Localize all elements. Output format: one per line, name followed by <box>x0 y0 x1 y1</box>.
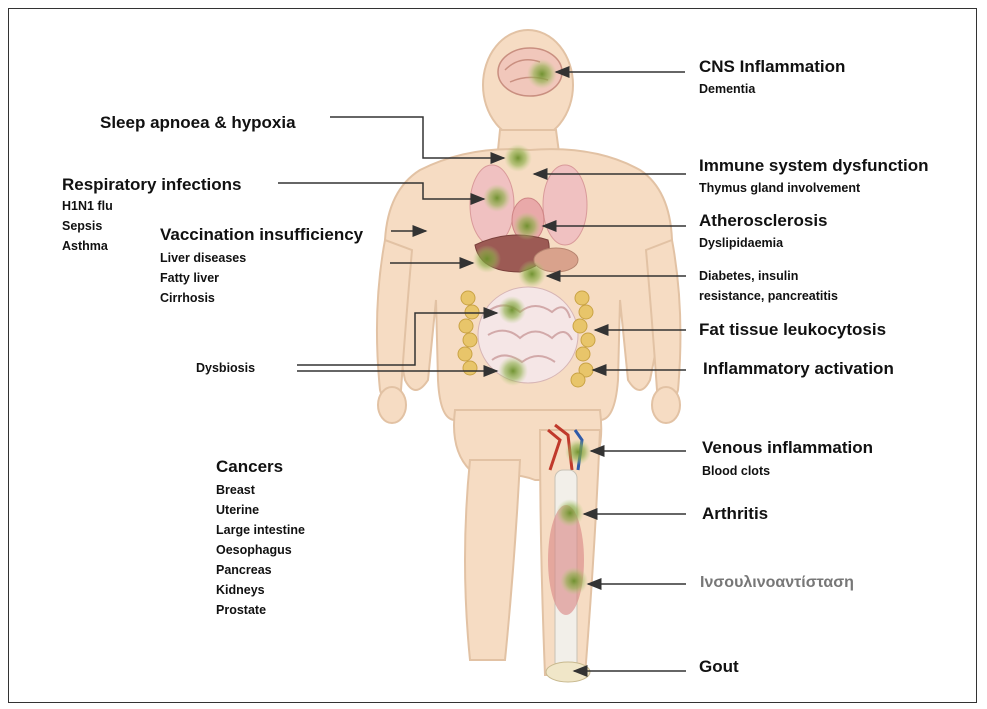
dysbiosis-title: Dysbiosis <box>196 358 255 378</box>
gout-title: Gout <box>699 657 739 677</box>
athero-sub: Dyslipidaemia <box>699 233 783 253</box>
resp-item-1: H1N1 flu <box>62 196 113 216</box>
cancer-item-7: Prostate <box>216 600 266 620</box>
diabetes-line2: resistance, pancreatitis <box>699 286 838 306</box>
athero-title: Atherosclerosis <box>699 211 828 231</box>
immune-sub: Thymus gland involvement <box>699 178 860 198</box>
insulin-resistance-greek: Ινσουλινοαντίσταση <box>700 574 854 592</box>
sleep-title: Sleep apnoea & hypoxia <box>100 113 296 133</box>
vacc-item-2: Fatty liver <box>160 268 219 288</box>
resp-item-3: Asthma <box>62 236 108 256</box>
cancer-item-5: Pancreas <box>216 560 272 580</box>
cancer-item-2: Uterine <box>216 500 259 520</box>
resp-title: Respiratory infections <box>62 175 242 195</box>
cns-title: CNS Inflammation <box>699 57 845 77</box>
arthritis-title: Arthritis <box>702 504 768 524</box>
inflammatory-title: Inflammatory activation <box>703 359 894 379</box>
venous-title: Venous inflammation <box>702 438 873 458</box>
cancer-item-6: Kidneys <box>216 580 265 600</box>
vacc-title: Vaccination insufficiency <box>160 225 363 245</box>
fat-title: Fat tissue leukocytosis <box>699 320 886 340</box>
cancer-item-4: Oesophagus <box>216 540 292 560</box>
vacc-item-3: Cirrhosis <box>160 288 215 308</box>
cns-sub: Dementia <box>699 79 755 99</box>
diabetes-line1: Diabetes, insulin <box>699 266 798 286</box>
venous-sub: Blood clots <box>702 461 770 481</box>
cancers-title: Cancers <box>216 457 283 477</box>
cancer-item-1: Breast <box>216 480 255 500</box>
vacc-item-1: Liver diseases <box>160 248 246 268</box>
immune-title: Immune system dysfunction <box>699 156 929 176</box>
resp-item-2: Sepsis <box>62 216 102 236</box>
cancer-item-3: Large intestine <box>216 520 305 540</box>
